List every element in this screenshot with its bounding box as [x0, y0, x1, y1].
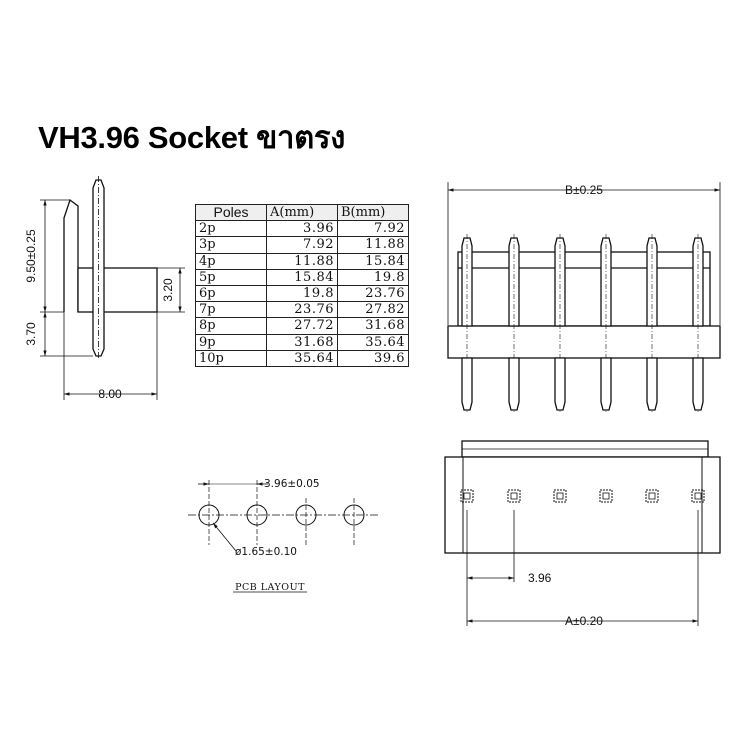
cell-poles: 5p	[195, 268, 267, 286]
pin-lower	[554, 357, 566, 411]
pin-square-inner	[510, 492, 518, 500]
pin-square	[460, 489, 474, 503]
pin-square-inner	[648, 492, 656, 500]
pin-lower	[692, 357, 704, 411]
pin-square	[645, 489, 659, 503]
cell-b: 23.76	[337, 284, 409, 303]
pin-lower	[461, 357, 473, 411]
dim-tail-label: 3.70	[24, 322, 38, 346]
pcb-layout	[188, 480, 378, 593]
pin-square-inner	[602, 492, 610, 500]
pcb-caption: PCB LAYOUT	[235, 582, 305, 593]
pin-square	[691, 489, 705, 503]
cell-b: 7.92	[337, 220, 409, 238]
dim-b-label: B±0.25	[565, 183, 603, 197]
pin-square	[553, 489, 567, 503]
cell-poles: 10p	[195, 349, 267, 367]
cell-b: 39.6	[337, 349, 409, 367]
column-header-b: B(mm)	[337, 203, 409, 222]
dim-width-label: 8.00	[98, 387, 122, 401]
pcb-pitch-label: 3.96±0.05	[264, 478, 320, 490]
pin-lower	[600, 357, 612, 411]
dim-base-label: 3.20	[161, 278, 175, 302]
dim-a-label: A±0.20	[565, 614, 603, 628]
pin-square	[507, 489, 521, 503]
table-header-row: Poles A(mm) B(mm)	[195, 203, 409, 222]
top-pitch-label: 3.96	[528, 571, 552, 585]
pin-square	[599, 489, 613, 503]
page-title: VH3.96 Socket ขาตรง	[38, 120, 346, 155]
cell-b: 27.82	[337, 301, 409, 319]
pin-square-inner	[556, 492, 564, 500]
side-view	[40, 176, 185, 400]
pin-square-inner	[463, 492, 471, 500]
pin-lower	[646, 357, 658, 411]
column-header-a: A(mm)	[266, 203, 338, 222]
dim-height-label: 9.50±0.25	[24, 229, 38, 283]
top-view	[444, 440, 721, 626]
pin-lower	[508, 357, 520, 411]
cell-poles: 2p	[195, 220, 267, 238]
pin-square-inner	[694, 492, 702, 500]
pcb-hole-label: ø1.65±0.10	[235, 546, 297, 558]
front-view	[447, 182, 721, 414]
